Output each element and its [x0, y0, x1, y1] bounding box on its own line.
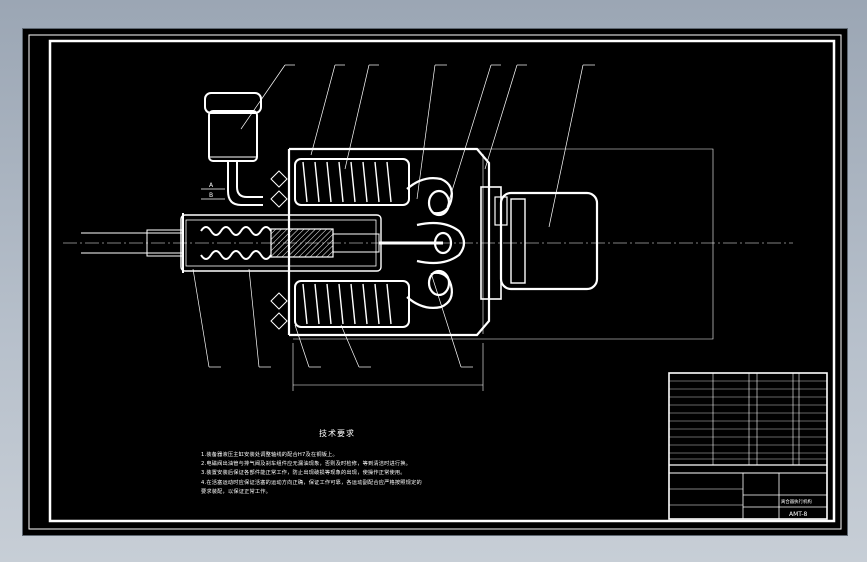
dimension-lines [292, 343, 484, 391]
marker-b: B [209, 192, 213, 199]
requirement-line: 3.装置安装后保证各部件能正常工作，防止出现破损等现象的出现，使操作正常使用。 [201, 470, 406, 477]
drawing-number: AMT-8 [789, 511, 808, 518]
drawing-name: 离合器执行机构 [781, 498, 812, 505]
technical-requirements-title: 技术要求 [319, 429, 355, 438]
technical-requirements: 技术要求 1.装备器液压主缸安装处调整轴线的配合H7及在铜钣上。 2.电磁阀出油… [201, 429, 521, 497]
requirement-line: 4.在活塞运动时应保证活塞的运动方向正确，保证工作可靠，各运动副配合应严格按照规… [201, 479, 422, 486]
assembly-drawing: A B [28, 34, 842, 530]
release-fork [406, 177, 466, 309]
requirement-line: 2.电磁阀出油管与排气阀及刹车组件应无漏油现象，否则及时检修，等到清洁时进行换。 [201, 461, 412, 468]
requirement-line: 1.装备器液压主缸安装处调整轴线的配合H7及在铜钣上。 [201, 452, 338, 458]
inner-frame [48, 39, 836, 523]
fluid-reservoir [204, 92, 263, 206]
leader-lines-top [240, 64, 595, 228]
piston [270, 228, 334, 258]
upper-spring-pack [270, 158, 410, 208]
section-markers [201, 188, 225, 200]
actuator-housing [287, 147, 508, 337]
requirement-line: 要求装配，以保证正常工作。 [201, 488, 272, 495]
cad-drawing-viewport[interactable]: A B [22, 28, 848, 536]
leader-lines-bottom [192, 268, 473, 368]
envelope-outline [293, 148, 714, 340]
title-block-rows [669, 380, 827, 460]
lower-spring-pack [270, 280, 410, 330]
outer-frame [28, 34, 842, 530]
marker-a: A [209, 182, 214, 189]
electric-motor [499, 191, 599, 291]
return-spring [200, 226, 272, 260]
title-block [668, 372, 828, 520]
